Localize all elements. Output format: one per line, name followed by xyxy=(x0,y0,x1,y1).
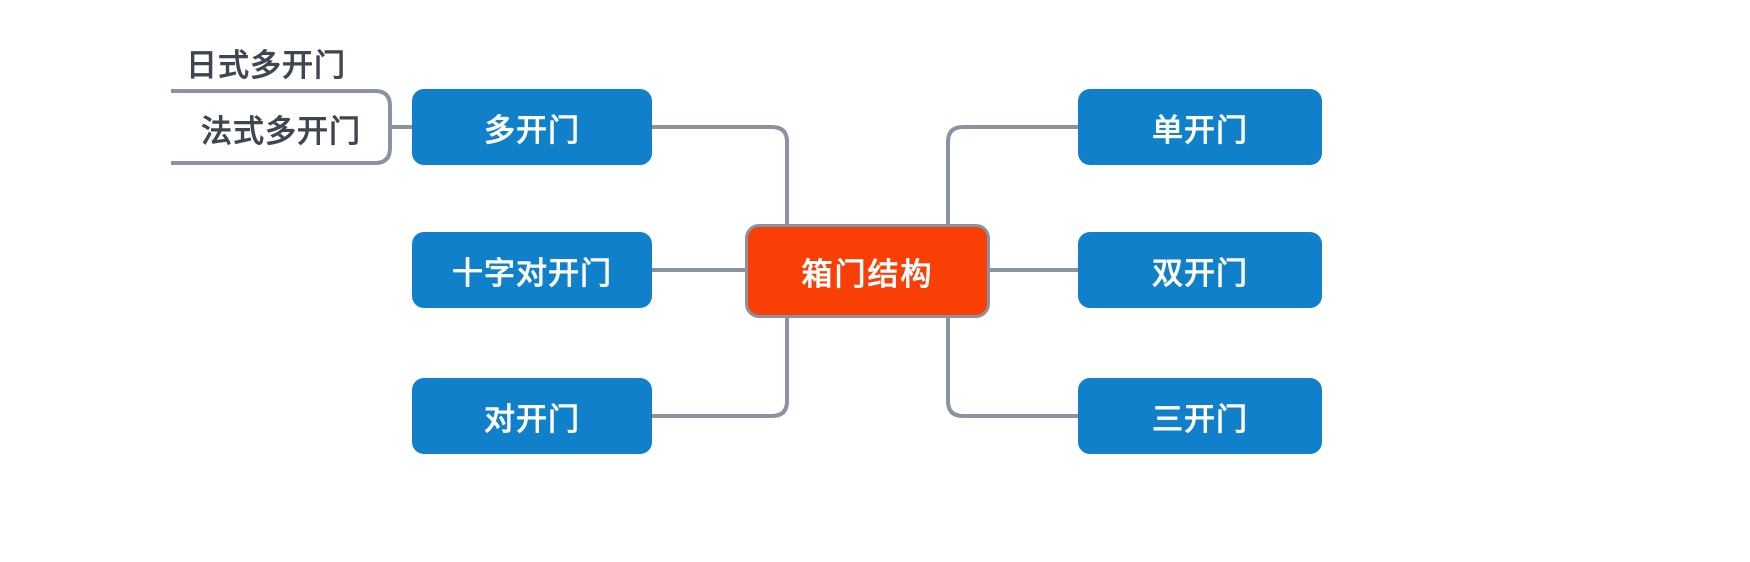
leaf-label-japanese[interactable]: 日式多开门 xyxy=(186,48,346,83)
root-node-xiangmen-jiegou[interactable]: 箱门结构 xyxy=(745,224,990,318)
branch-node-dankaimen[interactable]: 单开门 xyxy=(1078,89,1322,165)
branch-node-duokaimen[interactable]: 多开门 xyxy=(412,89,652,165)
branch-node-shuangkaimen[interactable]: 双开门 xyxy=(1078,232,1322,308)
branch-node-duikaimen[interactable]: 对开门 xyxy=(412,378,652,454)
leaf-label-french[interactable]: 法式多开门 xyxy=(201,113,361,149)
branch-node-sankaimen[interactable]: 三开门 xyxy=(1078,378,1322,454)
branch-node-shizi-duikaimen[interactable]: 十字对开门 xyxy=(412,232,652,308)
